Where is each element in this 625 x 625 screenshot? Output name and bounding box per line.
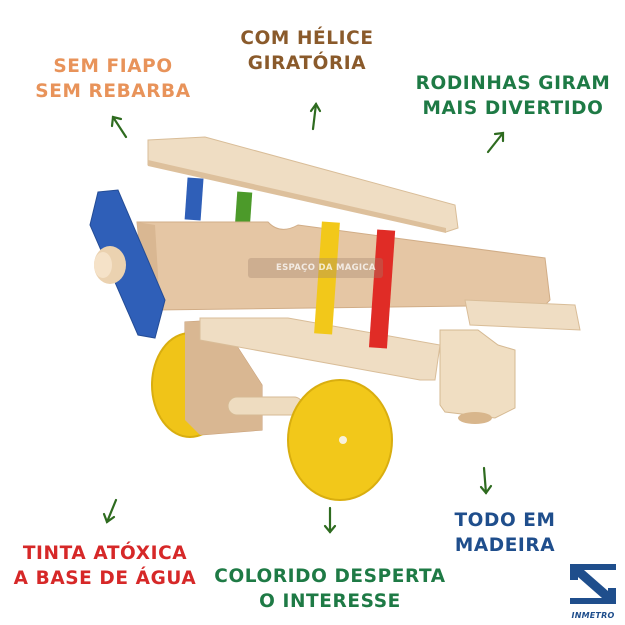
watermark: ESPAÇO DA MAGICA bbox=[248, 258, 383, 278]
tail-block bbox=[439, 329, 516, 419]
arrow-down-icon bbox=[479, 466, 493, 495]
lower-wing bbox=[199, 317, 441, 381]
label-colorful: COLORIDO DESPERTA O INTERESSE bbox=[205, 564, 455, 614]
label-wood: TODO EM MADEIRA bbox=[440, 508, 570, 558]
strut-green bbox=[234, 191, 253, 228]
strut-yellow bbox=[314, 221, 340, 335]
label-wheels-line2: MAIS DIVERTIDO bbox=[422, 98, 604, 119]
label-wheels-line1: RODINHAS GIRAM bbox=[415, 73, 611, 94]
label-propeller: COM HÉLICE GIRATÓRIA bbox=[222, 26, 392, 76]
label-colorful-line1: COLORIDO DESPERTA bbox=[214, 566, 446, 587]
label-wheels: RODINHAS GIRAM MAIS DIVERTIDO bbox=[408, 71, 618, 121]
inmetro-seal: INMETRO bbox=[568, 562, 618, 620]
strut-blue bbox=[184, 177, 204, 221]
arrow-up-right-icon bbox=[486, 131, 505, 154]
label-colorful-line2: O INTERESSE bbox=[259, 591, 401, 612]
axle bbox=[227, 396, 304, 416]
label-wood-line2: MADEIRA bbox=[454, 535, 556, 556]
label-no-splinter-line2: SEM REBARBA bbox=[35, 81, 191, 102]
arrow-up-left-icon bbox=[110, 115, 128, 139]
arrow-down-left-icon bbox=[102, 498, 118, 524]
label-paint-line1: TINTA ATÓXICA bbox=[22, 543, 188, 564]
propeller bbox=[89, 189, 166, 339]
label-wood-line1: TODO EM bbox=[454, 510, 556, 531]
arrow-up-icon bbox=[309, 101, 322, 131]
arrows bbox=[102, 101, 505, 534]
inmetro-logo-icon bbox=[570, 564, 616, 604]
label-propeller-line2: GIRATÓRIA bbox=[247, 53, 367, 74]
label-no-splinter: SEM FIAPO SEM REBARBA bbox=[28, 54, 198, 104]
inmetro-label: INMETRO bbox=[571, 611, 615, 620]
tail-wing bbox=[464, 299, 581, 331]
label-paint: TINTA ATÓXICA A BASE DE ÁGUA bbox=[10, 541, 200, 591]
label-no-splinter-line1: SEM FIAPO bbox=[53, 56, 173, 77]
label-paint-line2: A BASE DE ÁGUA bbox=[13, 568, 197, 589]
arrow-down-icon bbox=[323, 506, 337, 534]
strut-red bbox=[368, 229, 396, 349]
label-propeller-line1: COM HÉLICE bbox=[240, 28, 374, 49]
